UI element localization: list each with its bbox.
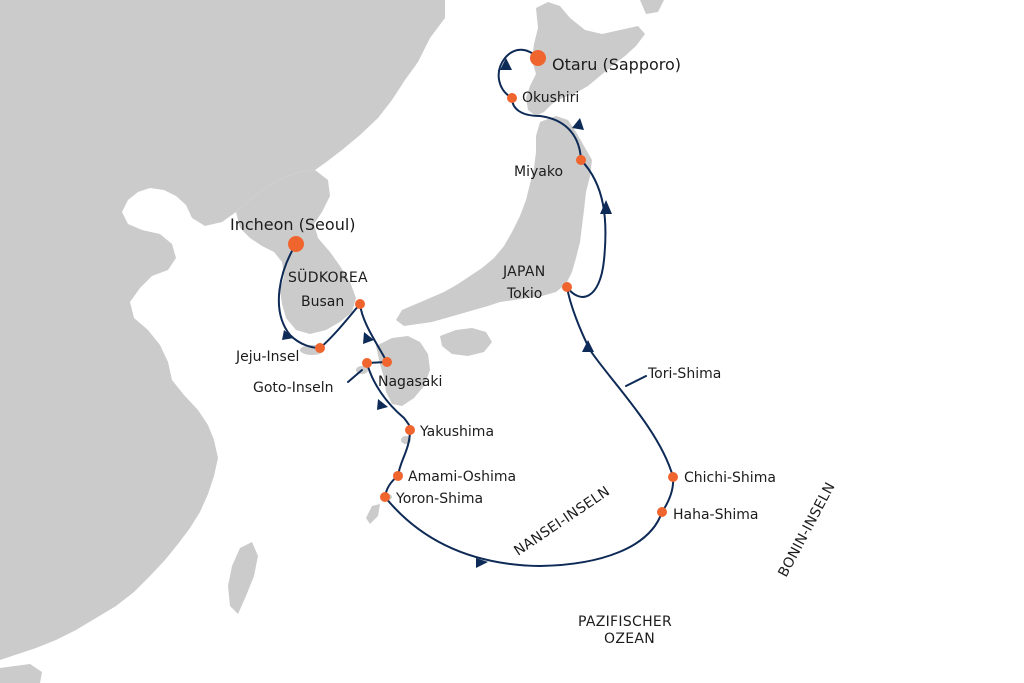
label-nagasaki: Nagasaki [378,374,442,390]
route-okushiri-otaru [497,48,539,99]
label-otaru: Otaru (Sapporo) [552,55,681,74]
route-miyako-okushiri [511,97,582,161]
label-chichi: Chichi-Shima [684,470,776,486]
label-amami: Amami-Oshima [408,469,516,485]
label-tokio: Tokio [506,286,542,302]
arrow-to-jeju [282,330,294,340]
label-tori: Tori-Shima [647,366,721,382]
okinawa [366,504,380,524]
label-yoron: Yoron-Shima [395,491,483,507]
label-haha: Haha-Shima [673,507,758,523]
route-arrows [282,58,612,568]
label-suedkorea: SÜDKOREA [288,268,368,286]
port-dot-chichi[interactable] [668,472,678,482]
label-ocean-line1: PAZIFISCHER [578,614,672,630]
port-dot-otaru[interactable] [530,50,546,66]
route-busan-nagasaki [359,303,388,363]
port-dot-goto[interactable] [362,358,372,368]
label-nansei: NANSEI-INSELN [511,483,613,559]
route-incheon-jeju [277,243,321,349]
port-dot-tokio[interactable] [562,282,572,292]
label-jeju: Jeju-Insel [235,349,299,365]
route-chichi-tokio [566,286,674,478]
label-bonin: BONIN-INSELN [775,480,838,580]
label-goto: Goto-Inseln [253,380,333,396]
label-incheon: Incheon (Seoul) [230,215,356,234]
arrow-to-okushiri [572,118,584,130]
route-tokio-miyako [566,159,607,298]
port-dot-yakushima[interactable] [405,425,415,435]
arrow-to-yakushima [377,399,388,410]
honshu [396,116,592,326]
label-miyako: Miyako [514,164,563,180]
tori-shima-leader [625,375,647,387]
route-haha-chichi [661,476,675,513]
port-dot-okushiri[interactable] [507,93,517,103]
port-dot-miyako[interactable] [576,155,586,165]
label-yakushima: Yakushima [419,424,494,440]
port-dot-yoron[interactable] [380,492,390,502]
label-busan: Busan [301,294,344,310]
arrow-to-tokio [582,340,594,352]
label-japan: JAPAN [502,264,546,280]
port-dot-jeju[interactable] [315,343,325,353]
kyushu [376,336,430,406]
port-dots [288,50,678,517]
port-dot-busan[interactable] [355,299,365,309]
port-dot-amami[interactable] [393,471,403,481]
arrow-to-otaru [500,58,512,70]
taiwan [228,542,258,614]
luzon-tip [0,664,42,683]
labels-layer: Otaru (Sapporo) Okushiri Miyako JAPAN To… [230,55,839,647]
arrow-to-miyako [600,200,612,214]
hokkaido [526,2,645,116]
shikoku [440,328,492,356]
kuril-islands [640,0,664,14]
route-yoron-haha [384,496,663,568]
label-ocean-line2: OZEAN [604,631,655,647]
port-dot-haha[interactable] [657,507,667,517]
goto-leader [347,369,363,383]
asian-mainland [0,0,445,660]
port-dot-incheon[interactable] [288,236,304,252]
port-dot-nagasaki[interactable] [382,357,392,367]
arrow-yoron-leg [476,558,488,568]
label-okushiri: Okushiri [522,90,579,106]
arrow-to-nagasaki [363,332,374,344]
